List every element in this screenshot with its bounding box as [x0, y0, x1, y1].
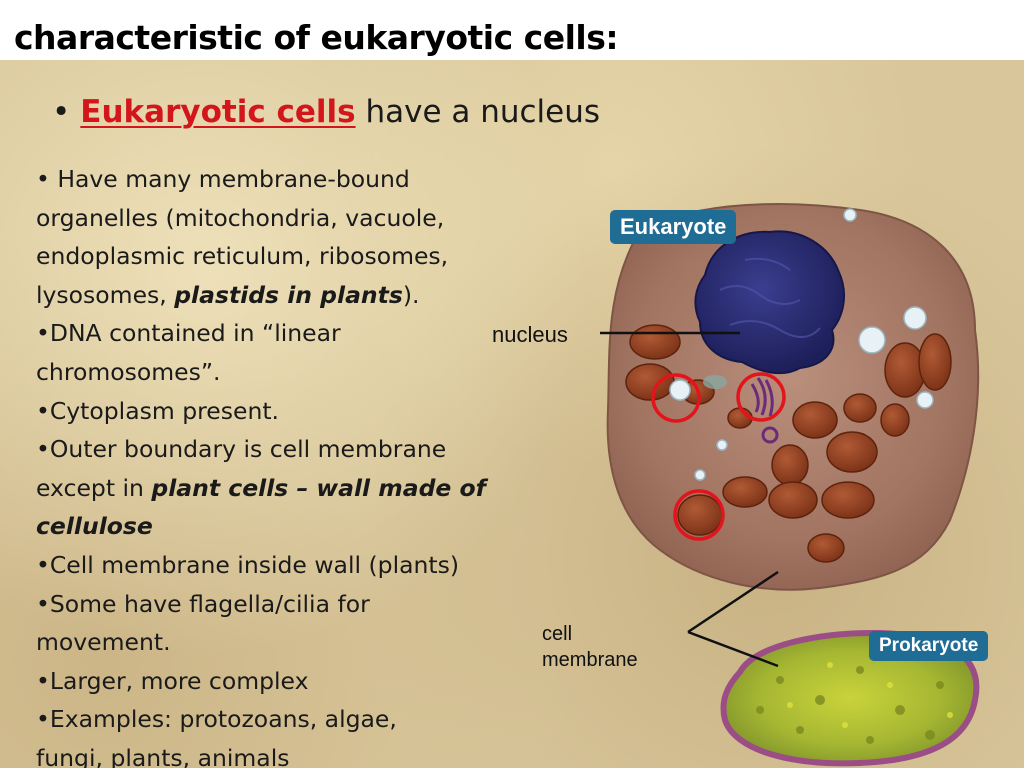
text-line: lysosomes, plastids in plants).	[36, 276, 556, 315]
text-line: •Examples: protozoans, algae,	[36, 705, 397, 734]
headline: •Eukaryotic cells have a nucleus	[52, 94, 600, 130]
headline-bullet: •	[52, 94, 71, 130]
emphasis-plastids: plastids in plants	[174, 280, 403, 309]
emphasis-plant-cells: plant cells – wall made of	[151, 473, 486, 502]
text-line: organelles (mitochondria, vacuole,	[36, 203, 445, 232]
membrane-leader-line-1	[687, 570, 779, 634]
vacuoles	[669, 208, 934, 481]
nucleus	[694, 230, 845, 375]
mitochondria	[625, 324, 952, 563]
content-panel: •Eukaryotic cells have a nucleus • Have …	[0, 60, 1024, 768]
eukaryote-tag: Eukaryote	[610, 210, 737, 244]
text-line: endoplasmic reticulum, ribosomes,	[36, 242, 449, 271]
cell-membrane-label: cell membrane	[542, 621, 638, 673]
headline-rest: have a nucleus	[355, 94, 601, 130]
prokaryote-tag: Prokaryote	[869, 631, 989, 661]
text-line: • Have many membrane-bound	[36, 165, 410, 193]
text-line: •Outer boundary is cell membrane	[36, 435, 447, 464]
text-line: chromosomes”.	[36, 357, 221, 386]
text-span: except in	[36, 473, 152, 502]
highlight-circles	[651, 372, 786, 541]
cell-membrane-label-line: cell	[542, 623, 573, 645]
headline-highlight: Eukaryotic cells	[80, 94, 356, 130]
text-line: •Larger, more complex	[36, 666, 309, 695]
text-line: fungi, plants, animals	[36, 743, 290, 768]
text-line: except in plant cells – wall made of	[36, 469, 556, 508]
text-span: lysosomes,	[36, 280, 175, 309]
text-line: •Some have flagella/cilia for	[36, 589, 370, 618]
text-line: •Cell membrane inside wall (plants)	[36, 550, 460, 579]
membrane-leader-line-2	[687, 630, 779, 668]
text-line: •DNA contained in “linear	[36, 319, 341, 348]
text-span: ).	[402, 280, 420, 309]
text-line: •Cytoplasm present.	[36, 396, 280, 425]
text-line: movement.	[36, 628, 171, 657]
nucleus-label: nucleus	[492, 322, 568, 347]
slide-title: characteristic of eukaryotic cells:	[14, 18, 619, 57]
characteristics-list: • Have many membrane-bound organelles (m…	[36, 160, 556, 768]
cell-diagram	[600, 203, 980, 767]
emphasis-cellulose: cellulose	[36, 512, 153, 541]
cell-membrane-label-line: membrane	[542, 649, 638, 671]
prokaryote-cell	[720, 629, 980, 767]
